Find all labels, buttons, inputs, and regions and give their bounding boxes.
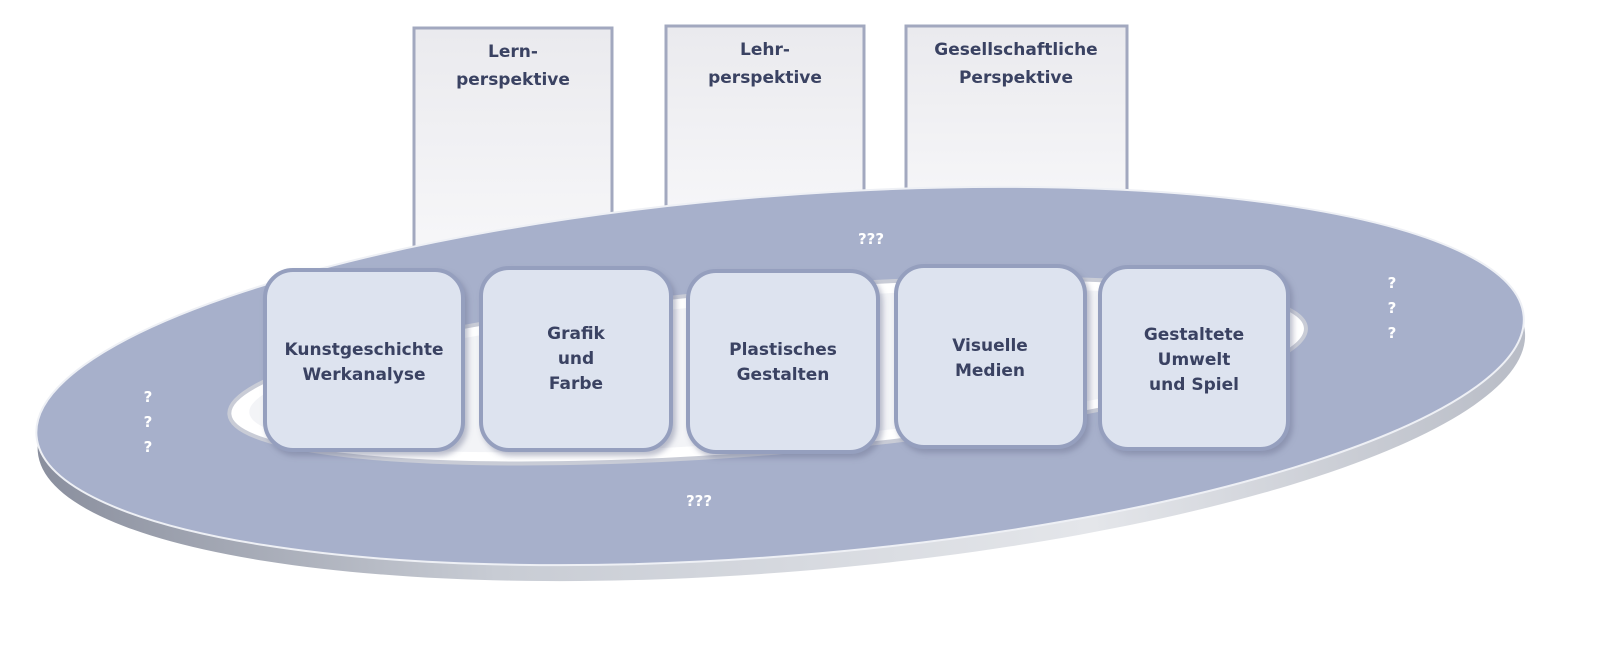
unknown-left: ? [144,438,153,456]
unknown-right: ? [1388,299,1397,317]
domain-box-plastisches-gestalten: Plastisches Gestalten [686,269,880,454]
domain-label: Umwelt [1158,350,1231,370]
domain-box-visuelle-medien: Visuelle Medien [894,264,1087,449]
domain-label: Gestaltete [1144,325,1244,345]
perspective-label-line2: perspektive [708,68,822,88]
domain-label: Plastisches [729,340,837,360]
unknown-left: ? [144,413,153,431]
domain-box-grafik: Grafik und Farbe [479,266,673,452]
domain-box-gestaltete-umwelt: Gestaltete Umwelt und Spiel [1098,265,1290,451]
domain-label: Grafik [547,324,605,344]
domain-label: Medien [955,361,1025,381]
domain-label: Kunstgeschichte [285,340,444,360]
domain-label: Werkanalyse [303,365,426,385]
domain-label: Gestalten [737,365,830,385]
perspective-label-line1: Gesellschaftliche [934,40,1097,60]
domain-label: Visuelle [952,336,1028,356]
perspective-panel-lehr: Lehr- perspektive [664,24,866,228]
domain-label: und Spiel [1149,375,1239,395]
unknown-right: ? [1388,274,1397,292]
perspective-label-line1: Lern- [488,42,538,62]
unknown-top: ??? [858,230,884,248]
perspective-panel-lern: Lern- perspektive [412,26,614,260]
unknown-right: ? [1388,324,1397,342]
domain-label: Farbe [549,374,603,394]
domain-box-kunstgeschichte: Kunstgeschichte Werkanalyse [263,268,465,452]
perspective-label-line2: Perspektive [959,68,1073,88]
perspective-panel-gesellschaft: Gesellschaftliche Perspektive [904,24,1129,218]
domain-label: und [558,349,594,369]
perspective-label-line2: perspektive [456,70,570,90]
perspective-label-line1: Lehr- [740,40,790,60]
unknown-left: ? [144,388,153,406]
unknown-bottom: ??? [686,492,712,510]
